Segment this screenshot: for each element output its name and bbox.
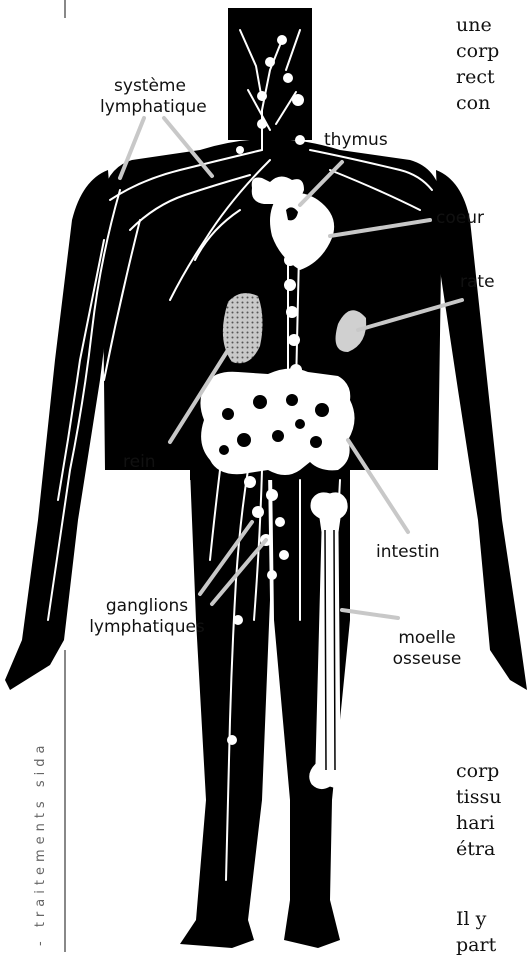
side-text-line: hari [456, 812, 495, 835]
label-ganglions-lymphatiques: ganglions lymphatiques [62, 596, 232, 638]
label-intestin: intestin [376, 542, 440, 563]
label-coeur: coeur [436, 208, 484, 229]
label-rate: rate [460, 272, 495, 293]
label-thymus: thymus [324, 130, 388, 151]
side-text-line: rect [456, 66, 495, 89]
side-text-line: étra [456, 838, 495, 861]
side-text-line: corp [456, 40, 499, 63]
footer-vertical-text: - traitements sida [33, 741, 48, 946]
label-line: lymphatique [100, 97, 200, 118]
label-line: osseuse [382, 649, 472, 670]
label-moelle-osseuse: moelle osseuse [382, 628, 472, 670]
side-text-line: corp [456, 760, 499, 783]
side-text-line: Il y [456, 908, 486, 931]
label-line: lymphatiques [62, 617, 232, 638]
side-text-line: tissu [456, 786, 501, 809]
label-line: système [100, 76, 200, 97]
label-rein: rein [123, 452, 156, 473]
side-text-line: une [456, 14, 492, 37]
label-systeme-lymphatique: système lymphatique [100, 76, 200, 118]
side-text-line: part [456, 934, 496, 957]
intestine-organ [200, 368, 354, 475]
side-text-line: con [456, 92, 490, 115]
label-line: ganglions [62, 596, 232, 617]
label-line: moelle [382, 628, 472, 649]
body-silhouette [5, 8, 527, 948]
